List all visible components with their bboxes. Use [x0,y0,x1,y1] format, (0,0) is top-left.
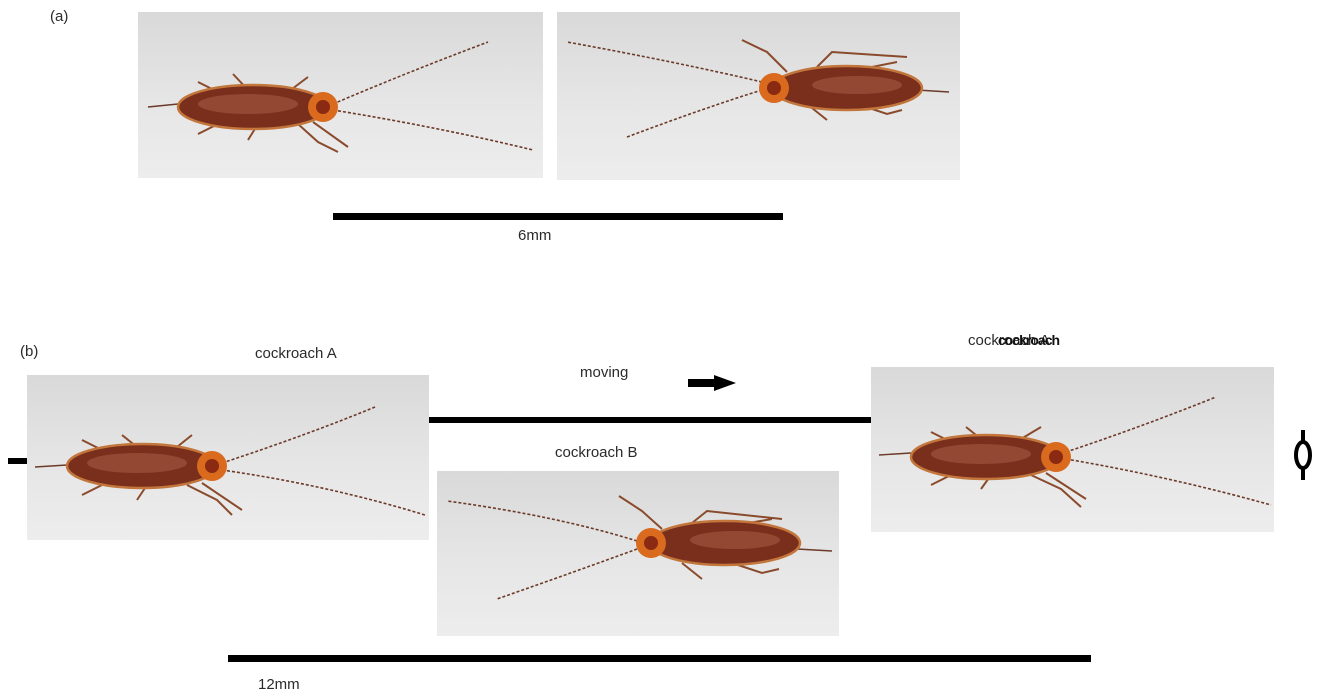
caption-cockroach-a-left: cockroach A [255,345,337,362]
cockroach-image [138,12,543,178]
cockroach-image [437,471,839,636]
panel-b-photo-middle [437,471,839,636]
arrow-right-icon [688,375,736,391]
scale-label-6mm: 6mm [518,227,551,244]
panel-a-photo-right [557,12,960,180]
panel-b-label: (b) [20,343,38,360]
rotation-icon [1292,430,1314,480]
movement-line [429,417,876,423]
caption-cockroach-b: cockroach B [555,444,638,461]
panel-a-photo-left [138,12,543,178]
scale-bar-12mm [228,655,1091,662]
scale-bar-6mm [333,213,783,220]
scale-label-12mm: 12mm [258,676,300,693]
panel-a-label: (a) [50,8,68,25]
moving-label: moving [580,364,628,381]
cockroach-image [557,12,960,180]
panel-b-photo-left [27,375,429,540]
panel-b-photo-right [871,367,1274,532]
caption-cockroach-a-right: cockroach A coсkroach [968,332,1128,352]
cockroach-image [871,367,1274,532]
caption-overlap-text: coсkroach [998,332,1059,348]
cockroach-image [27,375,429,540]
